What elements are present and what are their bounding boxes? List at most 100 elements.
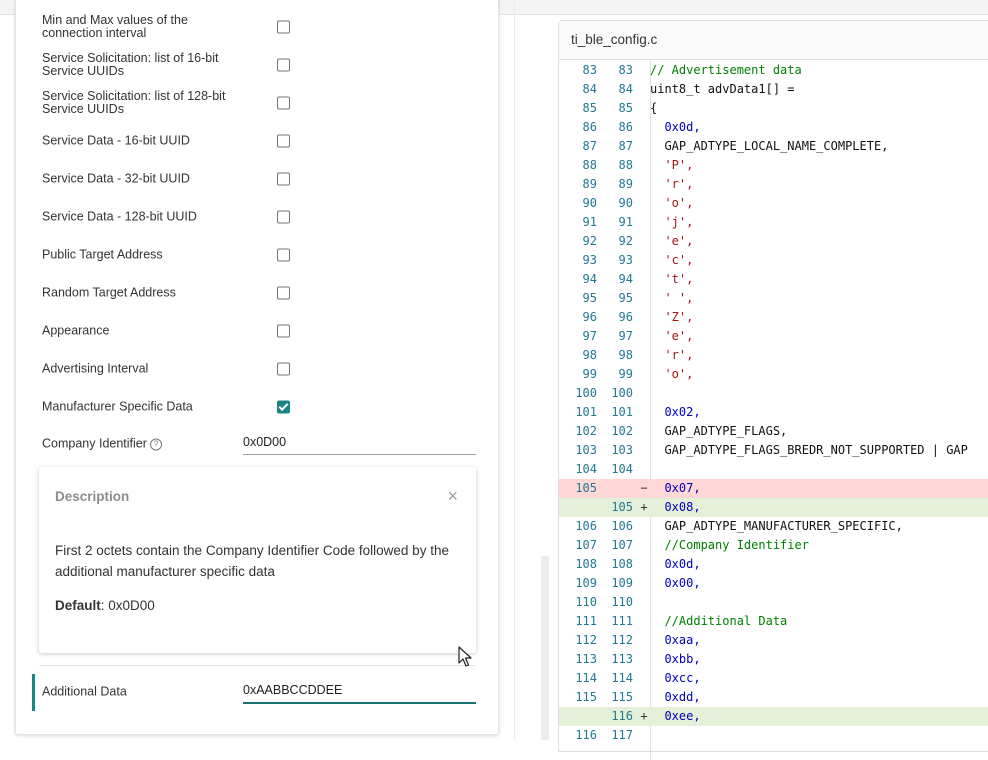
- code-line: 105+ 0x08,: [559, 498, 988, 517]
- option-row: Appearance: [42, 312, 482, 350]
- new-line-number: 115: [611, 690, 633, 704]
- option-row: Min and Max values of the connection int…: [42, 8, 482, 46]
- old-line-number: 108: [575, 557, 597, 571]
- help-icon[interactable]: ?: [149, 438, 162, 451]
- new-line-number: 109: [611, 576, 633, 590]
- old-line-number: 94: [582, 272, 597, 286]
- plus-icon: +: [640, 500, 648, 514]
- new-line-number: 96: [618, 310, 633, 324]
- option-label: Manufacturer Specific Data: [42, 399, 193, 414]
- additional-data-label: Additional Data: [42, 684, 127, 699]
- new-line-number: 88: [618, 158, 633, 172]
- option-checkbox[interactable]: [277, 362, 290, 376]
- code-line: 88 88 'P',: [559, 156, 988, 175]
- option-row: Random Target Address: [42, 274, 482, 312]
- old-line-number: 89: [582, 177, 597, 191]
- option-row: Public Target Address: [42, 236, 482, 274]
- option-label: Service Data - 16-bit UUID: [42, 133, 190, 148]
- description-default: Default: 0x0D00: [55, 598, 155, 613]
- option-checkbox[interactable]: [277, 400, 290, 414]
- old-line-number: 91: [582, 215, 597, 229]
- file-tab[interactable]: ti_ble_config.c: [559, 21, 988, 60]
- code-text: ' ',: [650, 291, 694, 305]
- divider: [39, 665, 476, 666]
- old-line-number: 107: [575, 538, 597, 552]
- new-line-number: 90: [618, 196, 633, 210]
- option-checkbox[interactable]: [277, 210, 290, 224]
- code-text: 0xaa,: [650, 633, 701, 647]
- old-line-number: 87: [582, 139, 597, 153]
- option-checkbox[interactable]: [277, 20, 290, 34]
- scrollbar[interactable]: [541, 556, 549, 740]
- new-line-number: 100: [611, 386, 633, 400]
- old-line-number: 102: [575, 424, 597, 438]
- option-label: Random Target Address: [42, 285, 176, 300]
- old-line-number: 85: [582, 101, 597, 115]
- new-line-number: 105: [611, 500, 633, 514]
- option-checkbox[interactable]: [277, 286, 290, 300]
- new-line-number: 89: [618, 177, 633, 191]
- company-identifier-input[interactable]: 0x0D00: [243, 432, 476, 455]
- new-line-number: 112: [611, 633, 633, 647]
- code-text: 0x00,: [650, 576, 701, 590]
- new-line-number: 94: [618, 272, 633, 286]
- old-line-number: 104: [575, 462, 597, 476]
- option-checkbox[interactable]: [277, 248, 290, 262]
- code-text: uint8_t advData1[] =: [650, 82, 795, 96]
- code-text: 'r',: [650, 177, 694, 191]
- old-line-number: 90: [582, 196, 597, 210]
- panel-divider: [514, 0, 515, 740]
- option-checkbox[interactable]: [277, 172, 290, 186]
- code-text: 'P',: [650, 158, 694, 172]
- company-identifier-row: Company Identifier?: [42, 425, 482, 463]
- company-identifier-label: Company Identifier?: [42, 437, 238, 451]
- old-line-number: 83: [582, 63, 597, 77]
- code-text: 'r',: [650, 348, 694, 362]
- code-text: // Advertisement data: [650, 63, 802, 77]
- additional-data-input[interactable]: 0xAABBCCDDEE: [243, 680, 476, 704]
- new-line-number: 111: [611, 614, 633, 628]
- old-line-number: 101: [575, 405, 597, 419]
- code-text: 0xee,: [650, 709, 701, 723]
- code-text: 't',: [650, 272, 694, 286]
- option-checkbox[interactable]: [277, 96, 290, 110]
- close-icon[interactable]: ×: [447, 486, 458, 506]
- new-line-number: 86: [618, 120, 633, 134]
- new-line-number: 98: [618, 348, 633, 362]
- new-line-number: 108: [611, 557, 633, 571]
- new-line-number: 99: [618, 367, 633, 381]
- new-line-number: 116: [611, 709, 633, 723]
- old-line-number: 88: [582, 158, 597, 172]
- code-line: 91 91 'j',: [559, 213, 988, 232]
- old-line-number: 93: [582, 253, 597, 267]
- code-text: 'e',: [650, 234, 694, 248]
- new-line-number: 101: [611, 405, 633, 419]
- old-line-number: 99: [582, 367, 597, 381]
- option-checkbox[interactable]: [277, 58, 290, 72]
- new-line-number: 92: [618, 234, 633, 248]
- old-line-number: 97: [582, 329, 597, 343]
- old-line-number: 103: [575, 443, 597, 457]
- new-line-number: 107: [611, 538, 633, 552]
- new-line-number: 91: [618, 215, 633, 229]
- code-text: 'j',: [650, 215, 694, 229]
- old-line-number: 113: [575, 652, 597, 666]
- option-checkbox[interactable]: [277, 134, 290, 148]
- new-line-number: 84: [618, 82, 633, 96]
- option-checkbox[interactable]: [277, 324, 290, 338]
- option-row: Service Solicitation: list of 16-bit Ser…: [42, 46, 482, 84]
- old-line-number: 111: [575, 614, 597, 628]
- gutter-divider: [650, 60, 651, 760]
